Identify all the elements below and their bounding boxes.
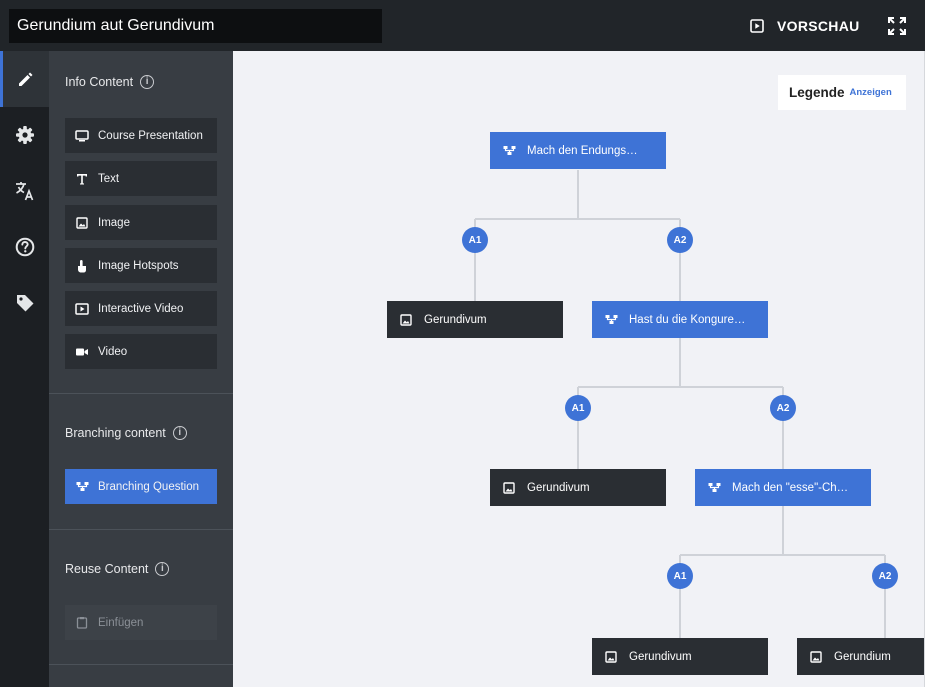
play-icon — [750, 19, 764, 33]
image-icon — [76, 216, 88, 229]
course-presentation-label: Course Presentation — [98, 129, 203, 142]
content-node[interactable]: Gerundivum — [490, 469, 666, 506]
monitor-icon — [75, 129, 89, 141]
node-label: Mach den Endungs… — [527, 144, 638, 157]
info-icon[interactable]: i — [140, 75, 155, 89]
node-label: Mach den "esse"-Ch… — [732, 481, 849, 494]
reuse-content-heading: Reuse Content i — [65, 562, 170, 576]
content-panel: Info Content i Course Presentation Text … — [49, 51, 233, 687]
paste-label: Einfügen — [98, 616, 144, 629]
node-label: Gerundivum — [424, 313, 487, 326]
legend-show-link[interactable]: Anzeigen — [849, 87, 892, 98]
interactive-video-button[interactable]: Interactive Video — [65, 291, 217, 326]
reuse-content-title: Reuse Content — [65, 562, 149, 576]
tag-icon — [16, 295, 33, 312]
node-label: Gerundivum — [629, 650, 692, 663]
legend-title: Legende — [789, 85, 845, 100]
paste-button[interactable]: Einfügen — [65, 605, 217, 640]
tree-canvas: Legende Anzeigen Mach den Endungs… A1 A2… — [233, 51, 925, 687]
image-button[interactable]: Image — [65, 205, 217, 240]
fullscreen-icon — [888, 17, 906, 35]
image-hotspots-label: Image Hotspots — [98, 259, 179, 272]
branching-question-label: Branching Question — [98, 480, 200, 493]
text-label: Text — [98, 172, 120, 185]
rail-settings[interactable] — [0, 107, 49, 163]
node-label: Gerundium — [834, 650, 891, 663]
question-node[interactable]: Mach den Endungs… — [490, 132, 666, 169]
translate-icon — [15, 182, 33, 201]
legend-box: Legende Anzeigen — [778, 75, 906, 110]
course-presentation-button[interactable]: Course Presentation — [65, 118, 217, 153]
image-hotspots-button[interactable]: Image Hotspots — [65, 248, 217, 283]
node-label: Hast du die Kongure… — [629, 313, 746, 326]
alternative-badge[interactable]: A1 — [667, 563, 693, 589]
alternative-badge[interactable]: A2 — [770, 395, 796, 421]
image-label: Image — [98, 216, 130, 229]
branching-icon — [76, 482, 88, 491]
info-content-heading: Info Content i — [65, 75, 155, 89]
image-icon — [810, 650, 822, 663]
alternative-badge[interactable]: A2 — [667, 227, 693, 253]
text-icon — [77, 173, 87, 184]
text-button[interactable]: Text — [65, 161, 217, 196]
alternative-badge[interactable]: A1 — [462, 227, 488, 253]
rail-translate[interactable] — [0, 163, 49, 219]
rail-tags[interactable] — [0, 275, 49, 331]
help-icon — [15, 237, 34, 257]
panel-divider — [49, 529, 233, 530]
content-node[interactable]: Gerundivum — [387, 301, 563, 338]
branching-content-title: Branching content — [65, 426, 166, 440]
preview-button[interactable]: VORSCHAU — [750, 14, 860, 38]
hand-pointer-icon — [78, 259, 86, 272]
video-label: Video — [98, 345, 128, 358]
title-input[interactable] — [9, 9, 382, 43]
gear-icon — [15, 126, 34, 144]
info-content-title: Info Content — [65, 75, 134, 89]
tree-connectors — [474, 170, 886, 638]
question-node[interactable]: Mach den "esse"-Ch… — [695, 469, 871, 506]
branching-icon — [605, 315, 617, 324]
image-icon — [503, 481, 515, 494]
info-icon[interactable]: i — [155, 562, 170, 576]
preview-label: VORSCHAU — [777, 18, 860, 34]
pencil-icon — [19, 72, 33, 86]
content-node[interactable]: Gerundivum — [592, 638, 768, 675]
image-icon — [605, 650, 617, 663]
interactive-video-label: Interactive Video — [98, 302, 184, 315]
alternative-badge[interactable]: A2 — [872, 563, 898, 589]
fullscreen-button[interactable] — [887, 16, 907, 36]
branching-icon — [708, 483, 720, 492]
branching-content-heading: Branching content i — [65, 426, 187, 440]
panel-divider — [49, 664, 233, 665]
interactive-video-icon — [75, 302, 89, 315]
top-bar: VORSCHAU — [0, 0, 925, 51]
node-label: Gerundivum — [527, 481, 590, 494]
branching-icon — [503, 146, 515, 155]
image-icon — [400, 313, 412, 326]
content-node[interactable]: Gerundium — [797, 638, 925, 675]
info-icon[interactable]: i — [172, 426, 187, 440]
question-node[interactable]: Hast du die Kongure… — [592, 301, 768, 338]
clipboard-icon — [76, 617, 88, 629]
video-camera-icon — [76, 348, 88, 355]
branching-question-button[interactable]: Branching Question — [65, 469, 217, 504]
rail-help[interactable] — [0, 219, 49, 275]
icon-rail — [0, 51, 49, 687]
rail-edit[interactable] — [0, 51, 49, 107]
alternative-badge[interactable]: A1 — [565, 395, 591, 421]
video-button[interactable]: Video — [65, 334, 217, 369]
panel-divider — [49, 393, 233, 394]
